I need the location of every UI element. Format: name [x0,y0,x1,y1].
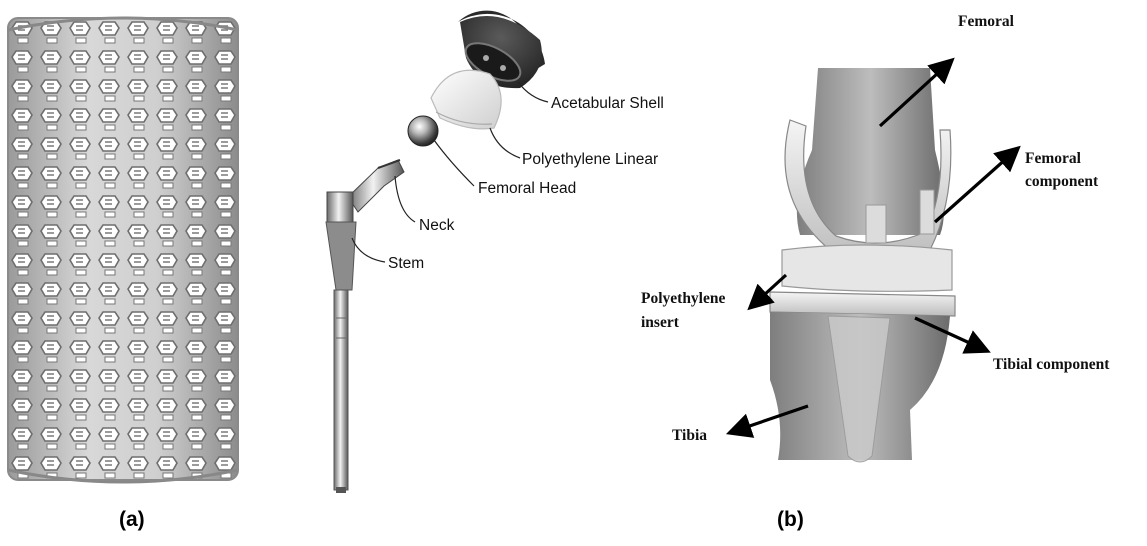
lattice-cylinder [8,18,238,482]
label-stem: Stem [388,255,424,272]
label-polyethylene-insert-line1: Polyethylene [641,290,725,307]
label-femoral: Femoral [958,13,1015,30]
label-tibial-component: Tibial component [993,356,1110,373]
label-polyethylene-linear: Polyethylene Linear [522,151,658,168]
label-neck: Neck [419,217,455,234]
leader-stem [352,238,385,262]
leader-femoral-head [434,140,474,186]
label-femoral-component-line2: component [1025,173,1099,190]
label-femoral-component-line1: Femoral [1025,150,1082,167]
label-femoral-head: Femoral Head [478,180,576,197]
leader-neck [395,176,415,222]
label-tibia: Tibia [672,427,707,444]
leader-polyethylene-linear [490,128,520,158]
hip-implant: Acetabular Shell Polyethylene Linear Fem… [326,11,664,493]
knee-implant: Femoral Femoral component Polyethylene i… [641,13,1110,462]
stem-part [326,192,356,493]
femoral-head-part [408,116,438,146]
polyethylene-insert-part [782,245,952,291]
label-polyethylene-insert-line2: insert [641,314,680,331]
label-acetabular-shell: Acetabular Shell [551,95,664,112]
caption-panel-a: (a) [119,508,145,532]
caption-panel-b: (b) [777,508,804,532]
polyethylene-liner-part [431,70,501,129]
tibial-component-part [770,292,955,316]
